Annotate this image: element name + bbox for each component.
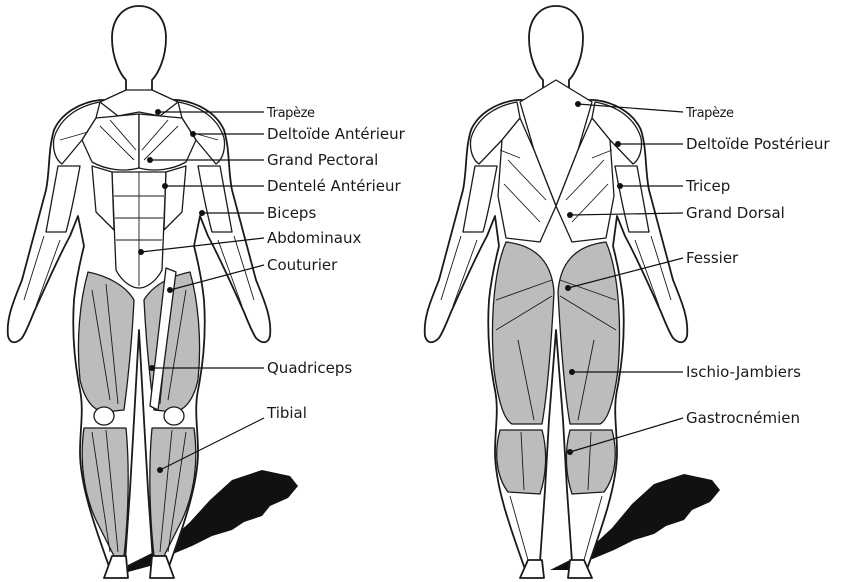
label-back-trapeze: Trapèze (685, 106, 734, 121)
label-back-gastro: Gastrocnémien (686, 409, 800, 427)
marker-back-deltoide (615, 141, 621, 147)
marker-front-tibial (157, 467, 163, 473)
back-right-gluteus-hamstrings (558, 242, 620, 424)
label-front-trapeze: Trapèze (266, 106, 315, 121)
label-front-biceps: Biceps (267, 204, 316, 222)
front-left-knee (94, 407, 114, 425)
marker-front-couturier (167, 287, 173, 293)
label-back-deltoide: Deltoïde Postérieur (686, 135, 830, 153)
marker-front-abdominaux (138, 249, 144, 255)
back-head (529, 6, 583, 92)
label-front-dentele: Dentelé Antérieur (267, 177, 402, 195)
front-right-knee (164, 407, 184, 425)
marker-back-tricep (617, 183, 623, 189)
marker-front-quadriceps (149, 365, 155, 371)
label-front-quadriceps: Quadriceps (267, 359, 352, 377)
label-front-abdominaux: Abdominaux (267, 229, 361, 247)
front-left-tibialis (82, 428, 128, 556)
label-front-couturier: Couturier (267, 256, 338, 274)
label-back-tricep: Tricep (685, 177, 730, 195)
marker-front-dentele (162, 183, 168, 189)
marker-front-biceps (199, 210, 205, 216)
back-left-gluteus-hamstrings (493, 242, 555, 424)
marker-back-fessier (565, 285, 571, 291)
label-front-deltoide: Deltoïde Antérieur (267, 125, 406, 143)
marker-back-ischio (569, 369, 575, 375)
label-back-dorsal: Grand Dorsal (686, 204, 785, 222)
marker-front-deltoide (190, 131, 196, 137)
front-left-quadriceps (78, 272, 134, 412)
label-back-fessier: Fessier (686, 249, 739, 267)
label-front-tibial: Tibial (266, 404, 307, 422)
label-back-ischio: Ischio-Jambiers (686, 363, 801, 381)
label-front-pectoral: Grand Pectoral (267, 151, 378, 169)
marker-back-gastro (567, 449, 573, 455)
marker-front-trapeze (155, 109, 161, 115)
front-head (112, 6, 166, 92)
marker-back-dorsal (567, 212, 573, 218)
marker-front-pectoral (147, 157, 153, 163)
marker-back-trapeze (575, 101, 581, 107)
